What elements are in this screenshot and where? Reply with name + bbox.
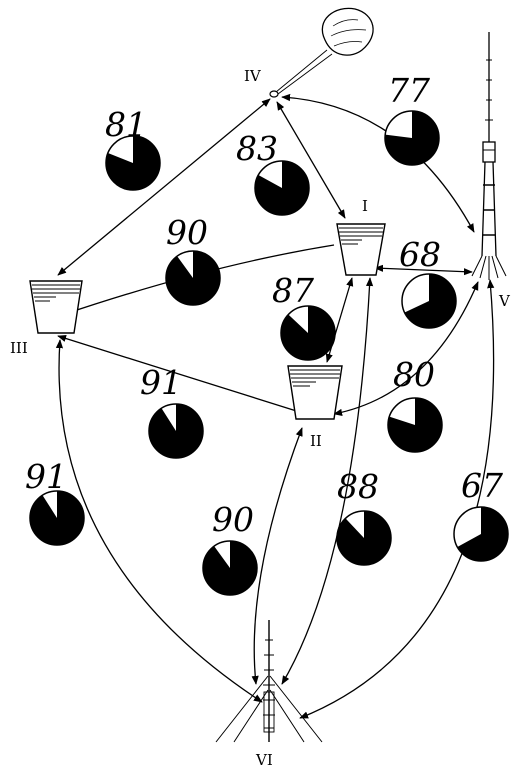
node-label: II xyxy=(310,432,322,450)
pie-filled-sector xyxy=(337,511,392,566)
cup-icon xyxy=(336,223,386,276)
edge-iv-v xyxy=(281,93,475,233)
pie-filled-sector xyxy=(404,274,456,329)
edge-v-vi xyxy=(299,279,495,719)
percent-label: 77 xyxy=(388,71,430,110)
pie-gauge-iv-iii xyxy=(105,135,161,191)
pie-gauge-iv-v xyxy=(384,110,440,166)
pie-gauge-iii-ii xyxy=(148,403,204,459)
pie-filled-sector xyxy=(384,111,439,165)
tv-tower-icon xyxy=(471,32,507,280)
node-label: IV xyxy=(244,67,262,85)
percent-label: 67 xyxy=(461,466,503,505)
percent-label: 91 xyxy=(140,363,182,402)
pie-filled-sector xyxy=(281,306,336,360)
cup-icon xyxy=(287,365,343,420)
edge-iii-vi xyxy=(55,339,263,703)
percent-label: 90 xyxy=(166,213,208,252)
node-iv: IV xyxy=(244,7,374,98)
pie-gauge-i-iii xyxy=(165,250,221,306)
pie-filled-sector xyxy=(148,404,203,458)
pie-filled-sector xyxy=(457,507,508,561)
percent-label: 87 xyxy=(272,271,314,310)
pie-gauges xyxy=(29,110,509,596)
node-label: III xyxy=(10,339,28,357)
percent-label: 88 xyxy=(337,467,379,506)
percent-label: 83 xyxy=(236,129,278,168)
pie-gauge-i-vi xyxy=(336,510,392,566)
pie-gauge-i-ii xyxy=(280,305,336,361)
percent-label: 68 xyxy=(399,235,441,274)
node-label: I xyxy=(362,197,368,215)
pie-gauge-i-v xyxy=(401,273,457,329)
node-label: V xyxy=(498,292,511,310)
edge-i-v xyxy=(374,264,473,276)
node-iii: III xyxy=(10,280,83,357)
pie-filled-sector xyxy=(254,161,309,215)
balloon-icon xyxy=(269,7,374,98)
node-v: V xyxy=(471,32,511,310)
percent-label: 90 xyxy=(212,500,254,539)
node-i: I xyxy=(336,197,386,276)
node-label: VI xyxy=(255,751,273,769)
pie-gauge-v-vi xyxy=(453,506,509,562)
edge-iv-iii xyxy=(57,98,271,276)
edge-ii-vi xyxy=(251,427,303,685)
pie-filled-sector xyxy=(106,136,161,190)
mast-icon xyxy=(215,620,323,743)
node-vi: VI xyxy=(215,620,323,769)
pie-gauge-iv-i xyxy=(254,160,310,216)
pie-filled-sector xyxy=(387,398,442,452)
percent-label: 80 xyxy=(393,355,435,394)
percent-label: 91 xyxy=(25,457,67,496)
pie-filled-sector xyxy=(203,541,258,595)
cup-icon xyxy=(29,280,83,334)
pie-filled-sector xyxy=(166,251,221,305)
pie-gauge-v-ii xyxy=(387,397,443,453)
edges xyxy=(55,93,495,719)
pie-gauge-iii-vi xyxy=(29,490,85,546)
pie-gauge-ii-vi xyxy=(202,540,258,596)
percent-labels: 81 83 77 90 68 87 91 80 91 90 88 67 xyxy=(25,71,503,539)
percent-label: 81 xyxy=(105,105,147,144)
edge-iii-ii xyxy=(57,334,307,416)
pie-filled-sector xyxy=(29,491,84,545)
node-ii: II xyxy=(287,365,343,450)
